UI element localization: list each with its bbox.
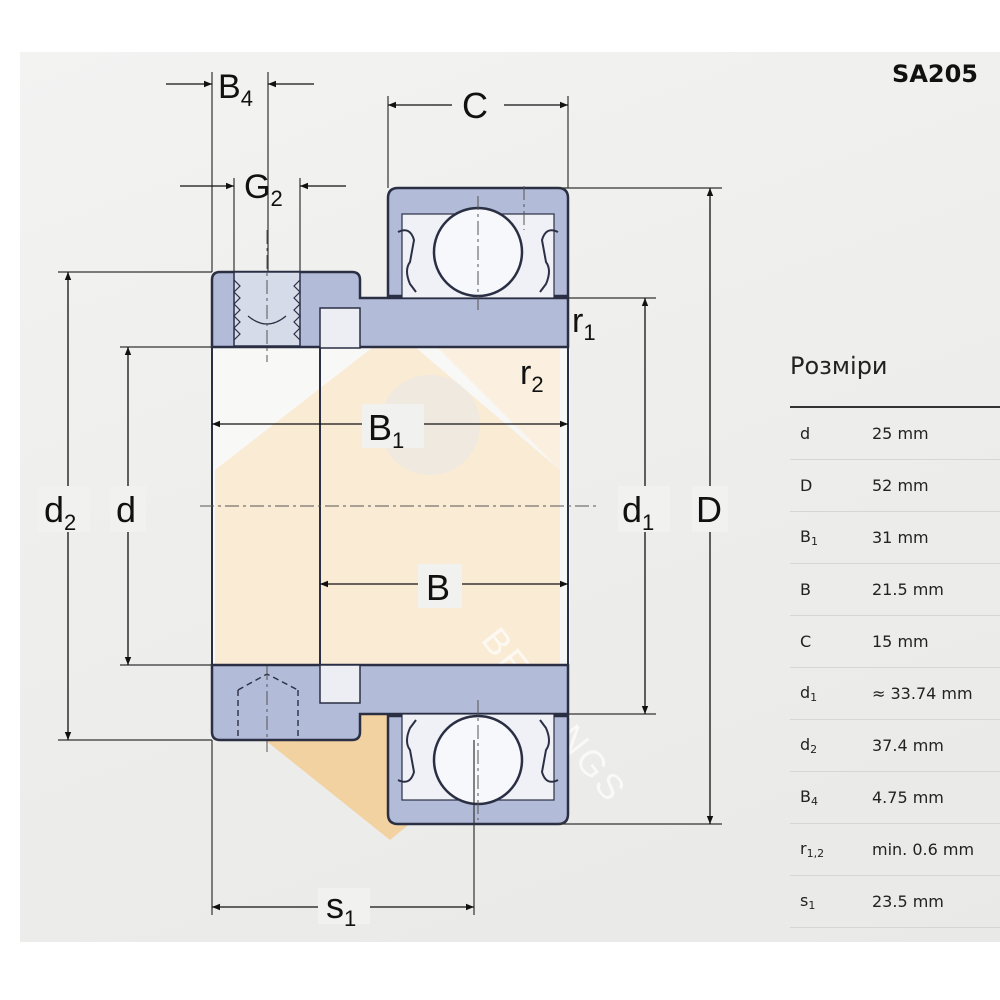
- dimension-value: 25 mm: [872, 424, 929, 443]
- label-g2: G2: [244, 168, 283, 211]
- dimension-value: 21.5 mm: [872, 580, 944, 599]
- dimension-value: min. 0.6 mm: [872, 840, 975, 859]
- dimension-value: 23.5 mm: [872, 892, 944, 911]
- label-backgrounds: [38, 85, 728, 924]
- centerlines: [200, 186, 600, 820]
- label-s1: s1: [326, 885, 356, 931]
- dimension-value: 52 mm: [872, 476, 929, 495]
- label-d2: d2: [44, 489, 76, 535]
- dimension-value: 37.4 mm: [872, 736, 944, 755]
- dimension-symbol: D: [800, 476, 813, 495]
- dimension-symbol: B: [800, 580, 811, 599]
- dimension-row: B1 31 mm: [790, 512, 1000, 564]
- extension-lines: [58, 72, 722, 915]
- dimensions-heading: Розміри: [790, 344, 1000, 408]
- dimension-row: d1 ≈ 33.74 mm: [790, 668, 1000, 720]
- dimensions-table: Розміри d 25 mm D 52 mm B1 31 mm B 21.5 mm C 15 m…: [790, 344, 1000, 928]
- bore-area: [212, 347, 570, 665]
- page-title: SA205: [892, 60, 978, 88]
- dimension-value: 31 mm: [872, 528, 929, 547]
- label-r2: r2: [520, 354, 544, 397]
- dimension-row: d 25 mm: [790, 408, 1000, 460]
- dimension-value: ≈ 33.74 mm: [872, 684, 973, 703]
- label-b4: B4: [218, 68, 253, 111]
- dimension-value: 4.75 mm: [872, 788, 944, 807]
- dimension-row: d2 37.4 mm: [790, 720, 1000, 772]
- dimension-symbol: B1: [800, 527, 818, 548]
- dimension-symbol: d2: [800, 735, 818, 756]
- label-c: C: [462, 85, 488, 126]
- dimension-symbol: r1,2: [800, 839, 825, 860]
- dimension-row: r1,2 min. 0.6 mm: [790, 824, 1000, 876]
- dimension-row: B 21.5 mm: [790, 564, 1000, 616]
- dimension-value: 15 mm: [872, 632, 929, 651]
- dimension-row: C 15 mm: [790, 616, 1000, 668]
- dimensions-rows: d 25 mm D 52 mm B1 31 mm B 21.5 mm C 15 mm d1 ≈ 33.…: [790, 408, 1000, 928]
- label-d1: d1: [622, 489, 654, 535]
- label-outer-d: D: [696, 489, 722, 530]
- dimension-row: B4 4.75 mm: [790, 772, 1000, 824]
- dimension-symbol: d: [800, 424, 811, 443]
- label-b1: B1: [368, 407, 404, 453]
- inner-ring-groove-upper: [319, 307, 361, 349]
- dimension-symbol: s1: [800, 891, 816, 912]
- seals: [397, 229, 559, 783]
- dimension-row: D 52 mm: [790, 460, 1000, 512]
- label-b: B: [426, 567, 450, 608]
- inner-ring-lower: [210, 663, 570, 742]
- inner-ring-groove-lower: [319, 664, 361, 704]
- dimension-row: s1 23.5 mm: [790, 876, 1000, 928]
- label-r1: r1: [572, 302, 596, 345]
- dimension-symbol: d1: [800, 683, 818, 704]
- dimension-symbol: B4: [800, 787, 818, 808]
- dimension-symbol: C: [800, 632, 812, 651]
- inner-ring-upper: [210, 270, 570, 349]
- label-d: d: [116, 489, 136, 530]
